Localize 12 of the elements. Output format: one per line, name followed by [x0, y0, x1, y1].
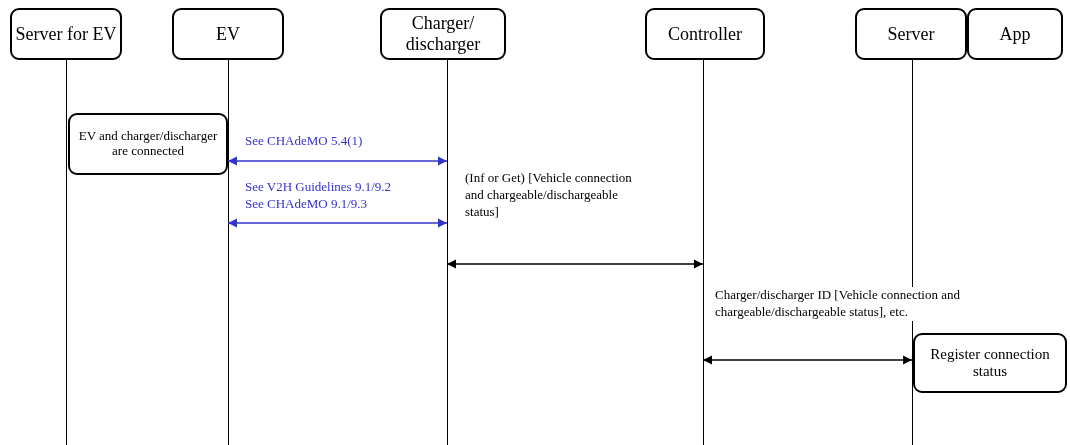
message-arrow [227, 218, 448, 228]
participant-box: App [967, 8, 1063, 60]
message-arrow [702, 355, 913, 365]
message-arrow [227, 156, 448, 166]
activity-box: EV and charger/discharger are connected [68, 113, 228, 175]
participant-box: Charger/ discharger [380, 8, 506, 60]
participant-box: Controller [645, 8, 765, 60]
participant-box: Server [855, 8, 967, 60]
participant-box: EV [172, 8, 284, 60]
message-arrow [446, 259, 704, 269]
participant-box: Server for EV [10, 8, 122, 60]
activity-box: Register connection status [913, 333, 1067, 393]
